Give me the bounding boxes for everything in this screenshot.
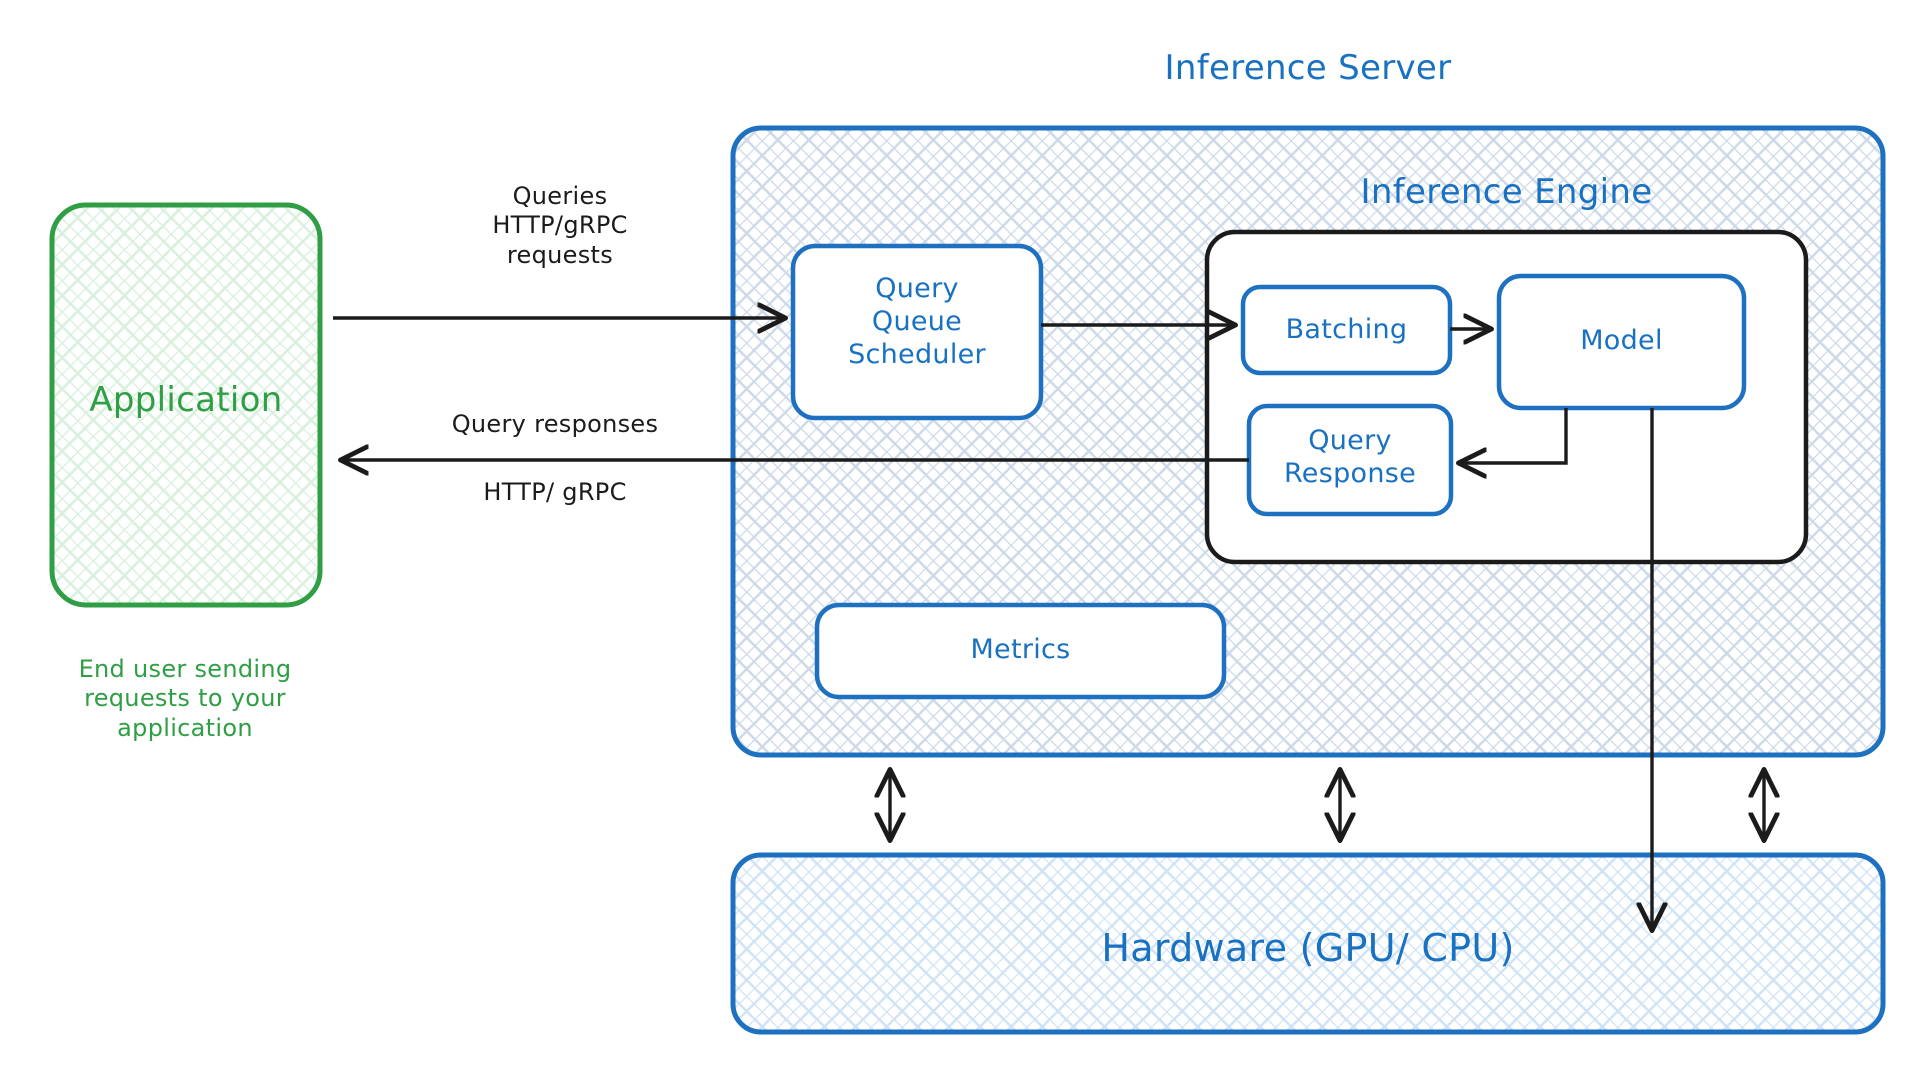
query-queue-scheduler-node [790,243,1044,421]
model-node [1496,273,1747,411]
hardware-node [730,852,1886,1035]
batching-node [1240,284,1453,376]
application-node [49,202,323,608]
metrics-node [814,602,1227,700]
edge-model-to-query-response [1461,408,1568,463]
query-response-node [1246,403,1454,517]
